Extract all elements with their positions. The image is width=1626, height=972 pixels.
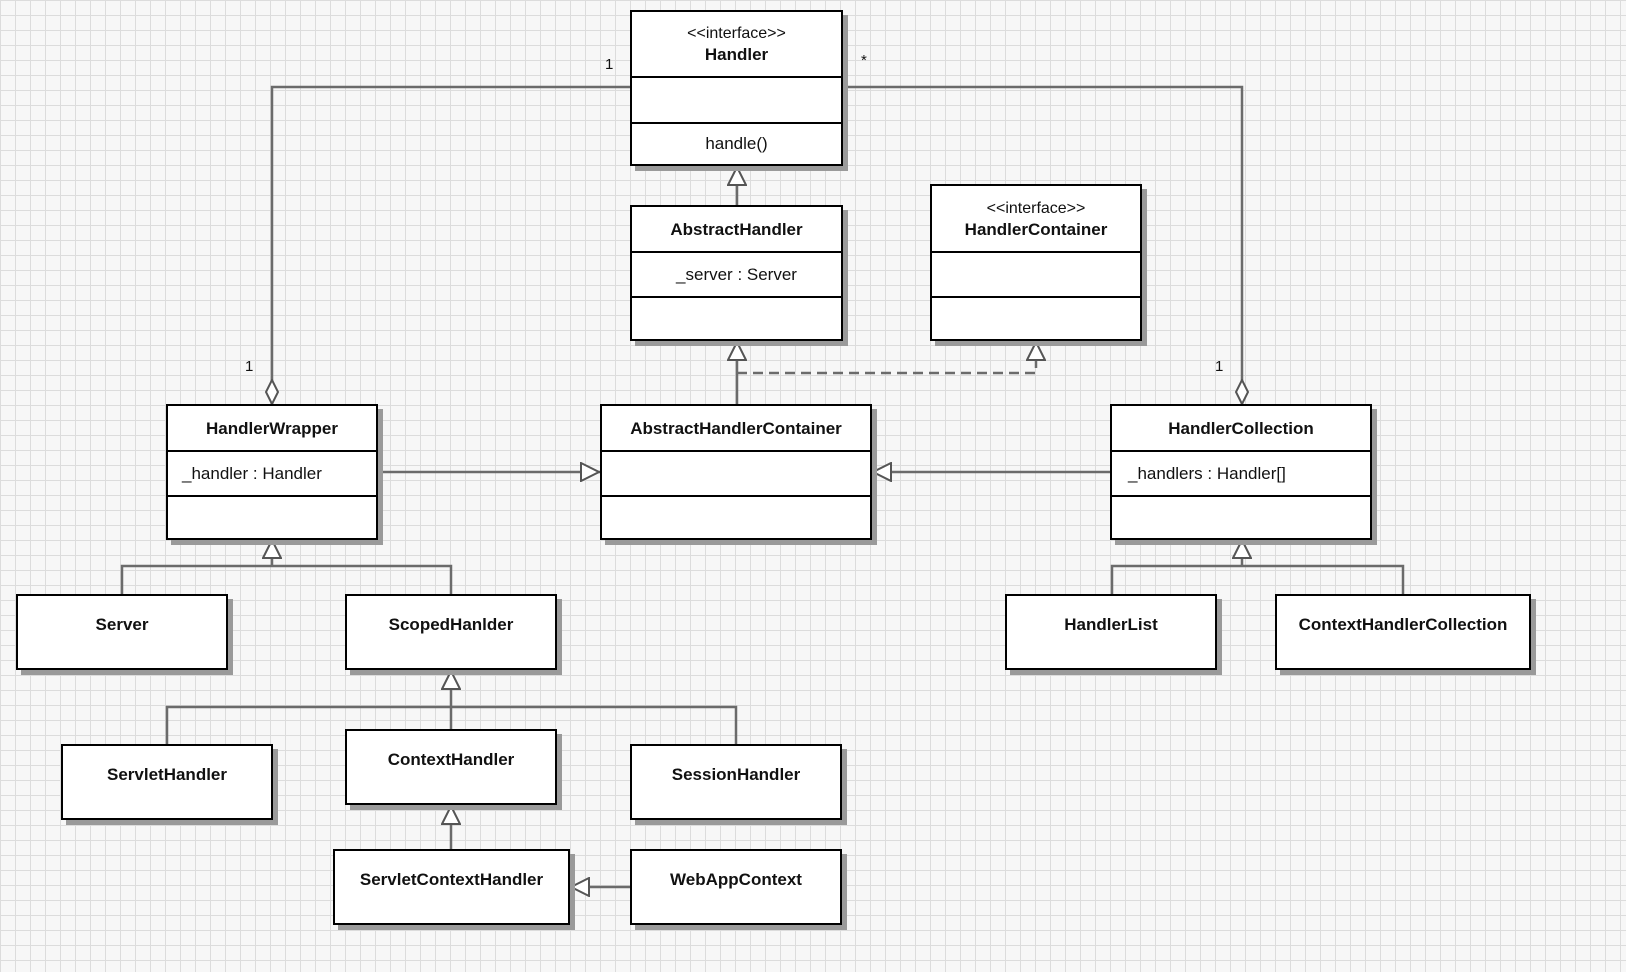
operation-label: handle() [632, 122, 841, 164]
class-name: AbstractHandlerContainer [630, 418, 842, 438]
container-realization [737, 341, 1036, 375]
operations-compartment [602, 495, 870, 538]
class-servlet-handler[interactable]: ServletHandler [61, 744, 273, 820]
attributes-compartment [602, 450, 870, 495]
multiplicity-label: * [861, 52, 867, 69]
class-context-handler[interactable]: ContextHandler [345, 729, 557, 805]
server-branch [120, 564, 453, 594]
class-name: ContextHandler [387, 749, 515, 769]
attributes-compartment [632, 76, 841, 122]
class-web-app-context[interactable]: WebAppContext [630, 849, 842, 925]
operations-compartment [168, 495, 376, 538]
class-handler-wrapper[interactable]: HandlerWrapper _handler : Handler [166, 404, 378, 540]
multiplicity-label: 1 [605, 56, 614, 73]
class-name: HandlerList [1064, 614, 1158, 634]
operations-compartment [632, 296, 841, 339]
stereotype-label: <<interface>> [986, 199, 1086, 217]
attribute-label: _handlers : Handler[] [1112, 450, 1370, 495]
class-name: ServletHandler [107, 764, 227, 784]
operations-compartment [1112, 495, 1370, 538]
stereotype-label: <<interface>> [687, 25, 786, 42]
class-abstract-handler-container[interactable]: AbstractHandlerContainer [600, 404, 872, 540]
class-abstract-handler[interactable]: AbstractHandler _server : Server [630, 205, 843, 341]
class-name: WebAppContext [670, 869, 802, 889]
class-handler-collection[interactable]: HandlerCollection _handlers : Handler[] [1110, 404, 1372, 540]
class-name: ServletContextHandler [359, 869, 544, 889]
class-context-handler-collection[interactable]: ContextHandlerCollection [1275, 594, 1531, 670]
class-name: SessionHandler [671, 764, 801, 784]
class-name: ContextHandlerCollection [1298, 614, 1508, 634]
attributes-compartment [932, 251, 1140, 296]
class-name: HandlerContainer [964, 219, 1108, 239]
attribute-label: _handler : Handler [168, 450, 376, 495]
class-name: HandlerCollection [1168, 418, 1314, 438]
class-servlet-context-handler[interactable]: ServletContextHandler [333, 849, 570, 925]
multiplicity-label: 1 [245, 358, 254, 375]
class-scoped-handler[interactable]: ScopedHanlder [345, 594, 557, 670]
class-name: Handler [704, 45, 769, 64]
collection-aggregation-line [844, 85, 1242, 405]
class-server[interactable]: Server [16, 594, 228, 670]
class-name: AbstractHandler [670, 219, 803, 239]
class-handler[interactable]: <<interface>> Handler handle() [630, 10, 843, 166]
collection-branch [1110, 564, 1405, 594]
class-handler-list[interactable]: HandlerList [1005, 594, 1217, 670]
class-name: Server [95, 614, 149, 634]
class-name: HandlerWrapper [206, 418, 338, 438]
class-session-handler[interactable]: SessionHandler [630, 744, 842, 820]
operations-compartment [932, 296, 1140, 339]
class-name: ScopedHanlder [388, 614, 514, 634]
class-handler-container[interactable]: <<interface>> HandlerContainer [930, 184, 1142, 341]
wrapper-aggregation-line [272, 85, 630, 405]
multiplicity-label: 1 [1215, 358, 1224, 375]
attribute-label: _server : Server [632, 251, 841, 296]
